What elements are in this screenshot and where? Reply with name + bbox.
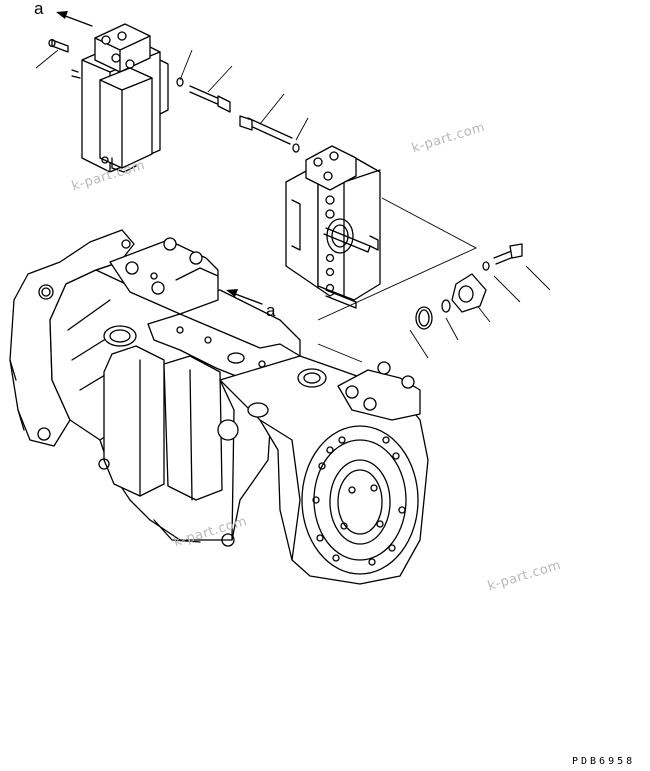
arrow-icon (56, 11, 263, 305)
bolt-parts (176, 77, 300, 153)
flange-parts (415, 243, 523, 330)
drawing-code: PDB6958 (572, 756, 636, 767)
leader-lines-upper (35, 49, 309, 141)
valve-block-upper (48, 23, 169, 173)
valve-block-middle (285, 145, 381, 309)
reference-label-a-middle: a (266, 301, 276, 320)
reference-label-a-top: a (34, 0, 44, 18)
main-pump (9, 229, 429, 585)
